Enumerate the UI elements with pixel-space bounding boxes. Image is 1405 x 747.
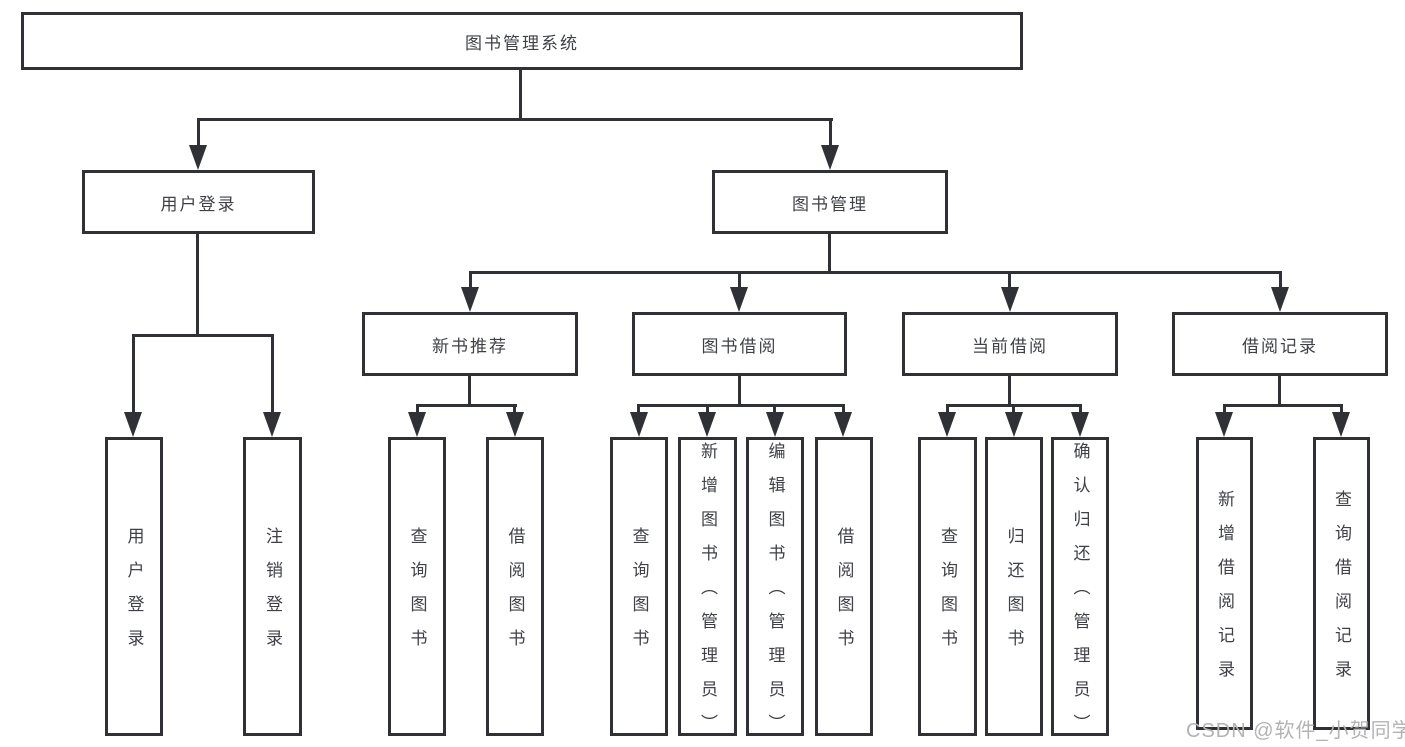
connector-line: [416, 404, 517, 407]
leaf-return-books-label: 归还图书: [1004, 527, 1024, 663]
arrowhead-down-icon: [263, 412, 281, 437]
connector-line: [132, 334, 135, 414]
node-book-management-label: 图书管理: [792, 194, 868, 214]
node-book-management: 图书管理: [712, 170, 948, 234]
connector-line: [1223, 404, 1226, 414]
leaf-logout: 注销登录: [243, 437, 302, 736]
leaf-user-login-label: 用户登录: [124, 527, 144, 663]
connector-line: [197, 118, 833, 121]
connector-line: [468, 376, 471, 406]
node-library-management-system: 图书管理系统: [21, 12, 1023, 70]
leaf-query-books-recommend: 查询图书: [388, 437, 446, 736]
connector-line: [1008, 271, 1011, 290]
connector-line: [738, 376, 741, 406]
arrowhead-down-icon: [938, 412, 956, 437]
leaf-query-borrow-record-label: 查询借阅记录: [1332, 490, 1351, 694]
connector-line: [271, 334, 274, 414]
connector-line: [706, 404, 709, 414]
connector-line: [1223, 404, 1343, 407]
node-new-book-recommendation: 新书推荐: [362, 312, 578, 376]
connector-line: [416, 404, 419, 414]
leaf-query-books-borrow-label: 查询图书: [629, 527, 649, 663]
node-borrowing-records-label: 借阅记录: [1242, 336, 1318, 356]
leaf-borrow-books-recommend-label: 借阅图书: [505, 527, 525, 663]
arrowhead-down-icon: [834, 412, 852, 437]
arrowhead-down-icon: [189, 145, 207, 170]
leaf-confirm-return-admin-label: 确认归还（管理员）: [1070, 442, 1090, 747]
arrowhead-down-icon: [698, 412, 716, 437]
leaf-borrow-books-label: 借阅图书: [834, 527, 854, 663]
leaf-query-borrow-record: 查询借阅记录: [1313, 437, 1370, 730]
arrowhead-down-icon: [461, 287, 479, 312]
leaf-confirm-return-admin: 确认归还（管理员）: [1051, 437, 1109, 747]
connector-line: [1008, 376, 1011, 406]
node-user-login: 用户登录: [82, 170, 315, 234]
arrowhead-down-icon: [1332, 412, 1350, 437]
arrowhead-down-icon: [1215, 412, 1233, 437]
connector-line: [196, 234, 199, 336]
connector-line: [132, 334, 274, 337]
connector-line: [828, 234, 831, 273]
leaf-query-books-borrow: 查询图书: [610, 437, 668, 736]
arrowhead-down-icon: [1001, 287, 1019, 312]
connector-line: [1079, 404, 1082, 414]
connector-line: [1279, 271, 1282, 290]
arrowhead-down-icon: [1071, 412, 1089, 437]
connector-line: [469, 271, 1282, 274]
csdn-watermark: CSDN @软件_小贺同学: [1186, 720, 1405, 742]
leaf-edit-books-admin-label: 编辑图书（管理员）: [765, 442, 785, 747]
arrowhead-down-icon: [408, 412, 426, 437]
leaf-add-books-admin-label: 新增图书（管理员）: [698, 442, 717, 747]
arrowhead-down-icon: [1005, 412, 1023, 437]
connector-line: [829, 118, 832, 148]
connector-line: [738, 271, 741, 290]
connector-line: [773, 404, 776, 414]
leaf-logout-label: 注销登录: [263, 527, 282, 663]
leaf-query-books-recommend-label: 查询图书: [407, 527, 427, 663]
leaf-return-books: 归还图书: [985, 437, 1043, 736]
connector-line: [1278, 376, 1281, 406]
node-borrowing-records: 借阅记录: [1172, 312, 1388, 376]
node-book-borrowing: 图书借阅: [632, 312, 847, 376]
connector-line: [842, 404, 845, 414]
arrowhead-down-icon: [766, 412, 784, 437]
arrowhead-down-icon: [730, 287, 748, 312]
connector-line: [1012, 404, 1015, 414]
node-current-borrowing-label: 当前借阅: [972, 336, 1048, 356]
connector-line: [469, 271, 472, 290]
connector-line: [519, 70, 522, 118]
node-library-management-system-label: 图书管理系统: [465, 33, 579, 53]
connector-line: [513, 404, 516, 414]
connector-line: [1340, 404, 1343, 414]
leaf-edit-books-admin: 编辑图书（管理员）: [746, 437, 804, 747]
leaf-add-books-admin: 新增图书（管理员）: [678, 437, 737, 747]
connector-line: [637, 404, 640, 414]
arrowhead-down-icon: [124, 412, 142, 437]
arrowhead-down-icon: [630, 412, 648, 437]
leaf-add-borrow-record: 新增借阅记录: [1196, 437, 1253, 730]
arrowhead-down-icon: [1271, 287, 1289, 312]
node-new-book-recommendation-label: 新书推荐: [432, 336, 508, 356]
node-book-borrowing-label: 图书借阅: [701, 336, 778, 356]
leaf-query-books-current-label: 查询图书: [938, 527, 957, 663]
connector-line: [197, 118, 200, 148]
leaf-borrow-books: 借阅图书: [815, 437, 873, 736]
leaf-add-borrow-record-label: 新增借阅记录: [1215, 490, 1234, 694]
arrowhead-down-icon: [506, 412, 524, 437]
arrowhead-down-icon: [821, 145, 839, 170]
connector-line: [946, 404, 949, 414]
node-current-borrowing: 当前借阅: [902, 312, 1118, 376]
leaf-borrow-books-recommend: 借阅图书: [486, 437, 544, 736]
connector-line: [637, 404, 845, 407]
leaf-user-login: 用户登录: [105, 437, 163, 736]
leaf-query-books-current: 查询图书: [918, 437, 977, 736]
node-user-login-label: 用户登录: [160, 194, 237, 214]
